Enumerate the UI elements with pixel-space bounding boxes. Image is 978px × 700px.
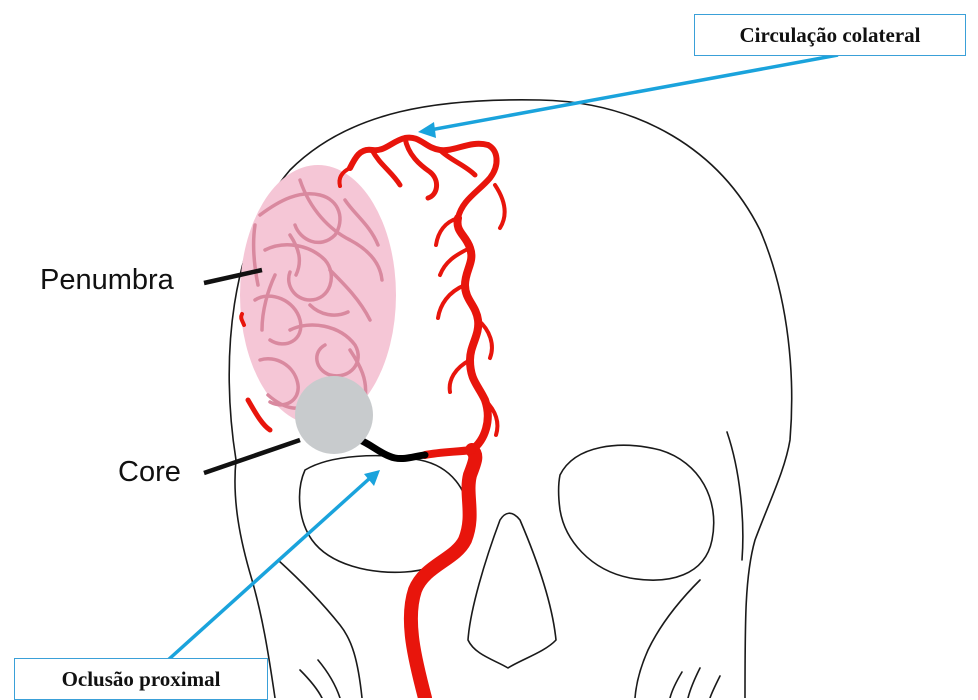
core-pointer-line <box>204 440 300 473</box>
occlusion-label-box: Oclusão proximal <box>14 658 268 700</box>
collateral-arrow <box>418 55 838 138</box>
core-label: Core <box>118 458 181 487</box>
occlusion-label: Oclusão proximal <box>62 669 221 690</box>
collateral-label: Circulação colateral <box>740 25 921 46</box>
core-region <box>295 376 373 454</box>
penumbra-label: Penumbra <box>40 266 174 295</box>
collateral-label-box: Circulação colateral <box>694 14 966 56</box>
